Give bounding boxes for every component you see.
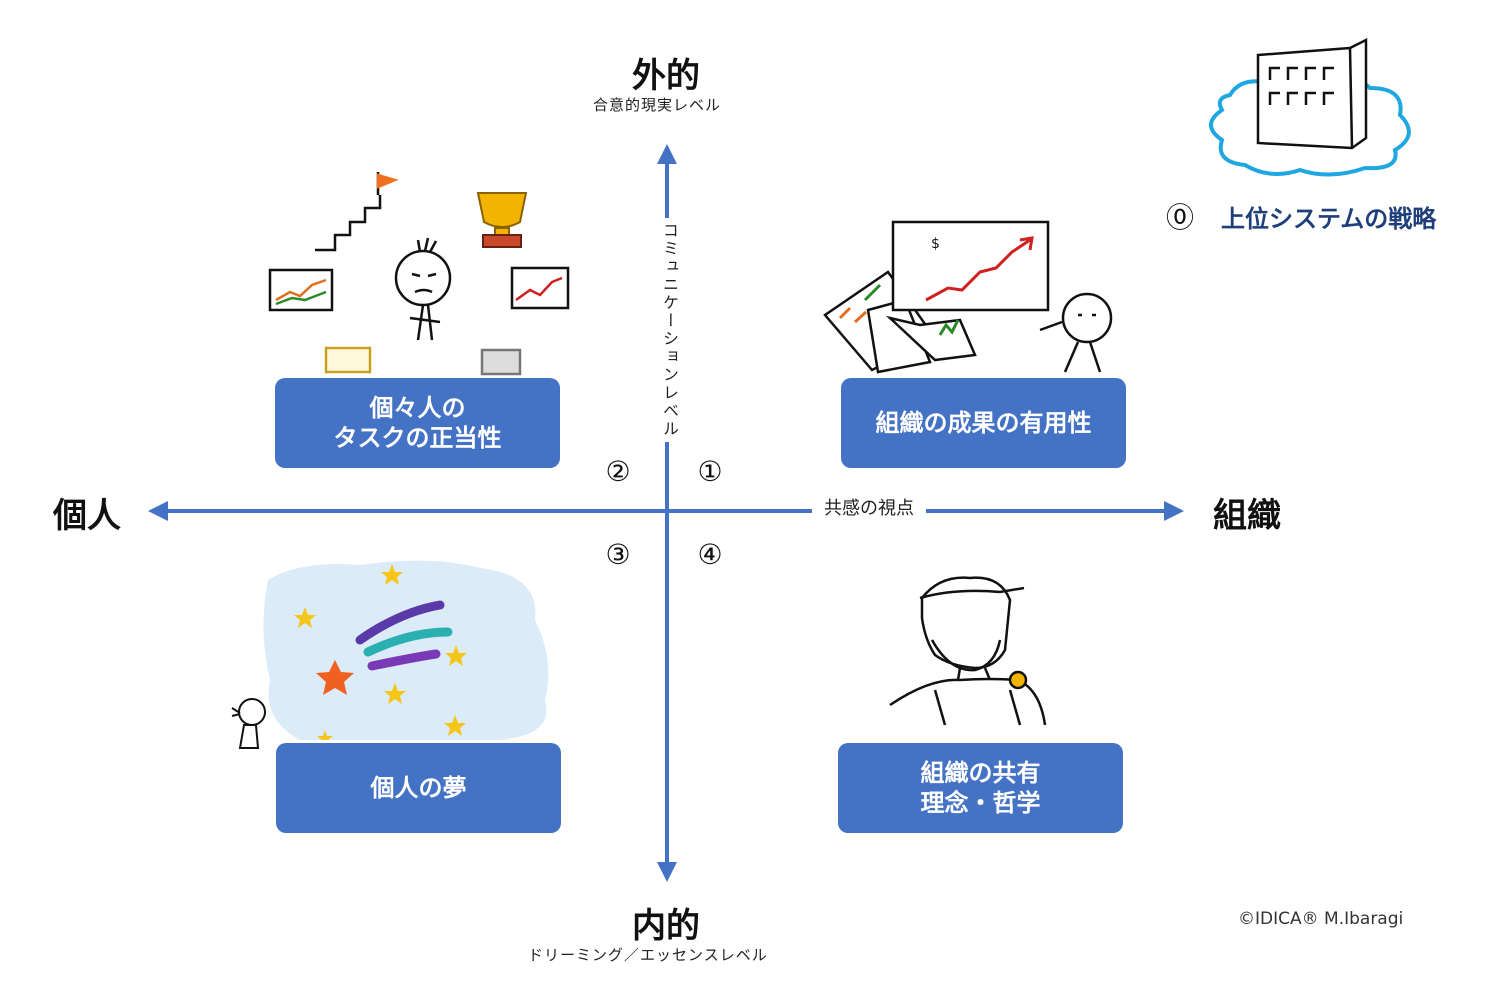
- quadrant-1-line1: 組織の成果の有用性: [875, 409, 1092, 437]
- trophy-icon: [476, 192, 528, 248]
- quadrant-4-box: 組織の共有 理念・哲学: [838, 743, 1123, 833]
- quadrant-2-line2: タスクの正当性: [333, 424, 502, 452]
- quadrant-2-line1: 個々人の: [369, 394, 466, 422]
- strategy-number: ⓪: [1165, 201, 1194, 234]
- strategy-label: 上位システムの戦略: [1221, 205, 1437, 233]
- philosopher-illustration: [889, 576, 1047, 726]
- task-illustration: [268, 172, 570, 376]
- dream-illustration: [231, 560, 549, 749]
- quadrant-4-number: ④: [697, 538, 723, 571]
- svg-text:$: $: [931, 236, 940, 252]
- bottom-axis-subtitle: ドリーミング／エッセンスレベル: [528, 946, 768, 964]
- quadrant-4-line2: 理念・哲学: [920, 789, 1041, 817]
- bottom-axis-title: 内的: [632, 906, 700, 946]
- copyright: ©IDICA® M.Ibaragi: [1238, 909, 1404, 929]
- quadrant-3-box: 個人の夢: [276, 743, 561, 833]
- vertical-axis-label: コミュニケーションレベル: [657, 218, 681, 442]
- top-axis-title: 外的: [632, 56, 700, 96]
- cloud-building-illustration: [1209, 37, 1411, 177]
- results-illustration: $: [823, 220, 1113, 374]
- quadrant-2-number: ②: [605, 455, 631, 488]
- quadrant-2-box: 個々人の タスクの正当性: [275, 378, 560, 468]
- quadrant-1-box: 組織の成果の有用性: [841, 378, 1126, 468]
- horizontal-axis-label: 共感の視点: [812, 494, 926, 520]
- quadrant-4-line1: 組織の共有: [920, 759, 1041, 787]
- quadrant-3-line1: 個人の夢: [370, 774, 467, 802]
- quadrant-3-number: ③: [605, 538, 631, 571]
- quadrant-1-number: ①: [697, 455, 723, 488]
- right-axis-title: 組織: [1213, 496, 1281, 536]
- left-axis-title: 個人: [53, 496, 121, 536]
- top-axis-subtitle: 合意的現実レベル: [593, 96, 722, 114]
